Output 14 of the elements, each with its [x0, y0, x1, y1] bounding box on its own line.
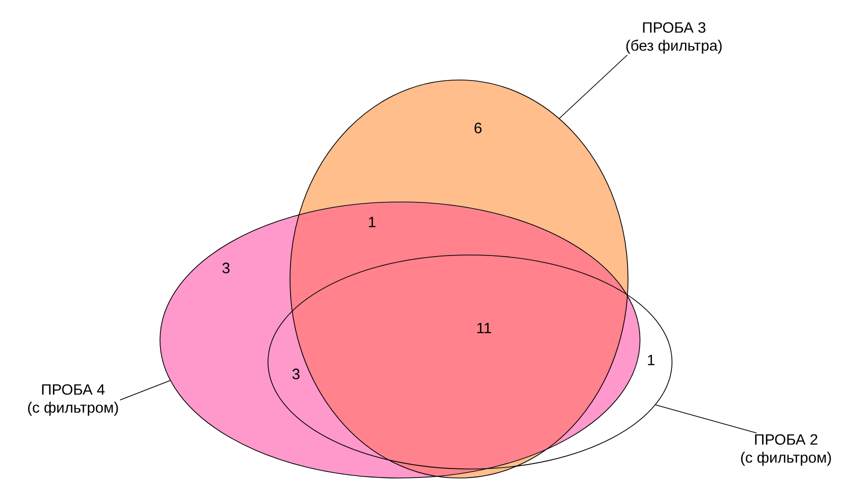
leader-line [120, 380, 171, 400]
set-ellipse [268, 254, 672, 470]
region-count: 6 [474, 122, 482, 134]
region-count: 1 [368, 216, 376, 228]
region-count: 11 [477, 322, 492, 334]
region-count: 3 [222, 262, 230, 274]
leader-line [655, 404, 757, 434]
sample-label: ПРОБА 2 (с фильтром) [741, 434, 831, 466]
set-ellipse [290, 80, 628, 478]
sample-label: ПРОБА 3 (без фильтра) [626, 22, 722, 54]
region-count: 1 [648, 354, 654, 366]
leader-line [558, 54, 628, 119]
region-count: 3 [292, 368, 300, 380]
sample-label: ПРОБА 4 (с фильтром) [28, 384, 118, 416]
